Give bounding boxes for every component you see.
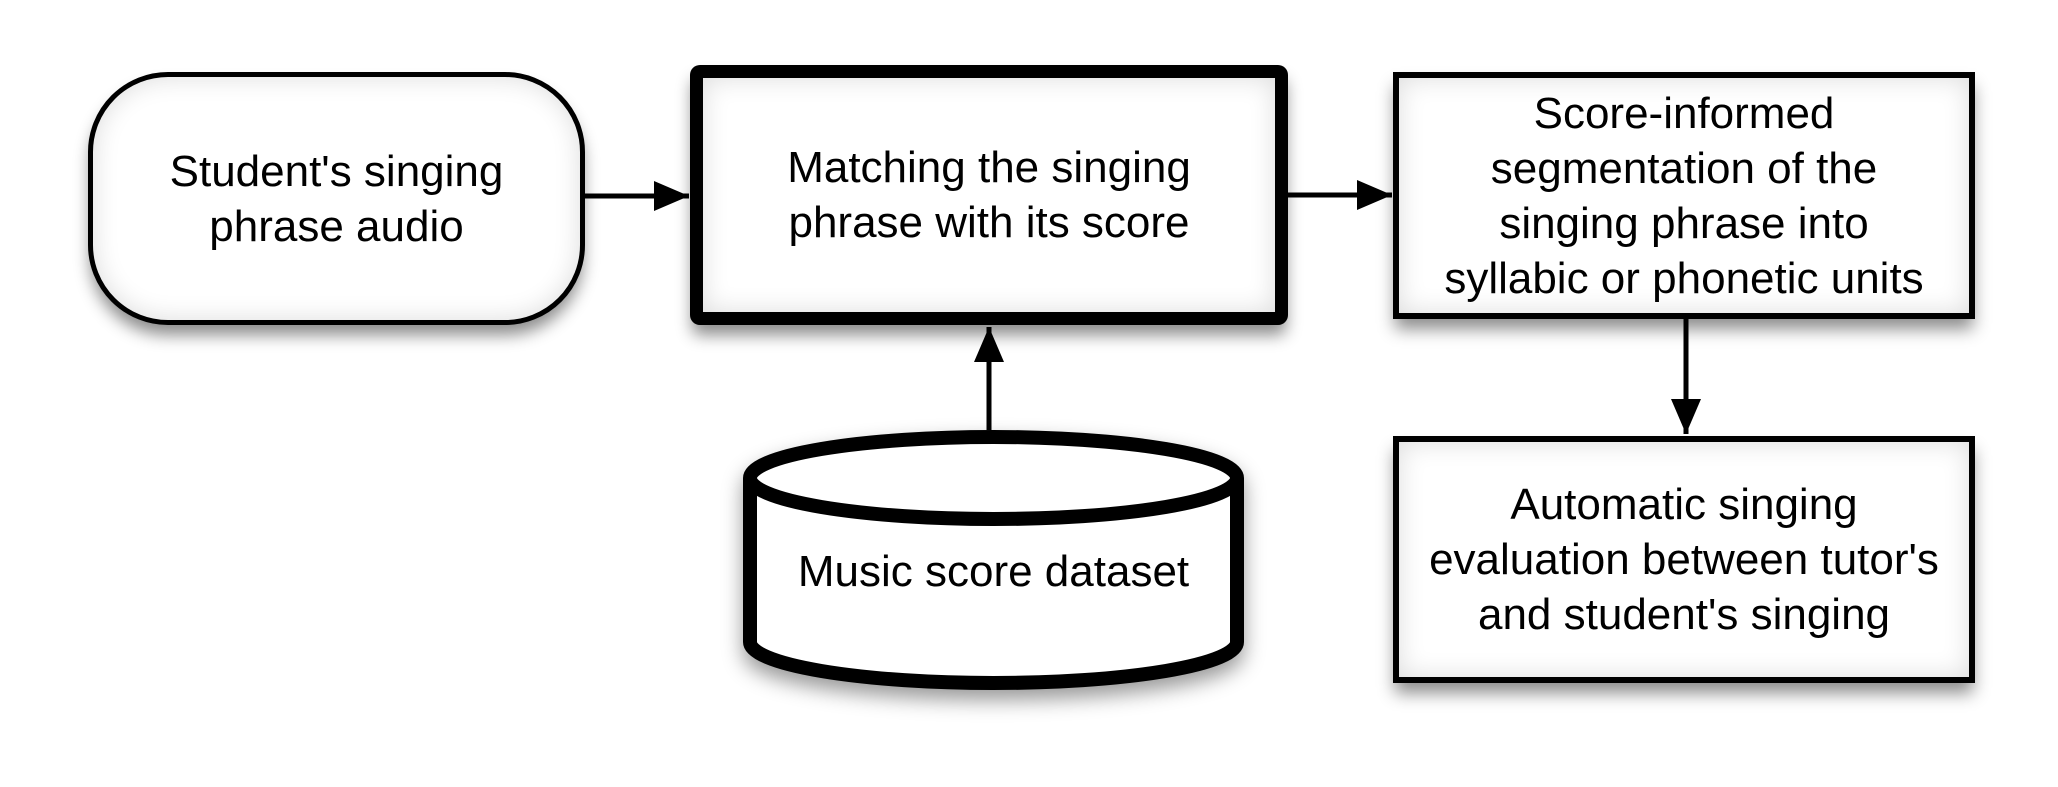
node-label-line: syllabic or phonetic units [1444,253,1924,303]
node-score-informed-segmentation: Score-informed segmentation of the singi… [1393,72,1975,319]
node-label-line: phrase with its score [788,198,1190,247]
node-matching-phrase-score: Matching the singing phrase with its sco… [690,65,1288,325]
node-label-line: singing phrase into [1499,198,1869,248]
node-label-line: phrase audio [209,201,464,251]
node-label-line: Student's singing [169,146,504,196]
node-music-score-dataset: Music score dataset [743,430,1244,697]
node-label-line: evaluation between tutor's [1429,535,1939,584]
node-label-line: segmentation of the [1490,143,1878,193]
node-label-line: Music score dataset [797,547,1190,596]
node-label-line: Matching the singing [787,143,1191,192]
node-automatic-singing-evaluation: Automatic singing evaluation between tut… [1393,436,1975,683]
node-label-line: and student's singing [1477,590,1891,639]
node-student-singing-audio: Student's singing phrase audio [88,72,585,325]
node-label-line: Score-informed [1533,88,1835,138]
node-label-line: Automatic singing [1510,480,1858,529]
database-cylinder-icon [743,430,1244,690]
